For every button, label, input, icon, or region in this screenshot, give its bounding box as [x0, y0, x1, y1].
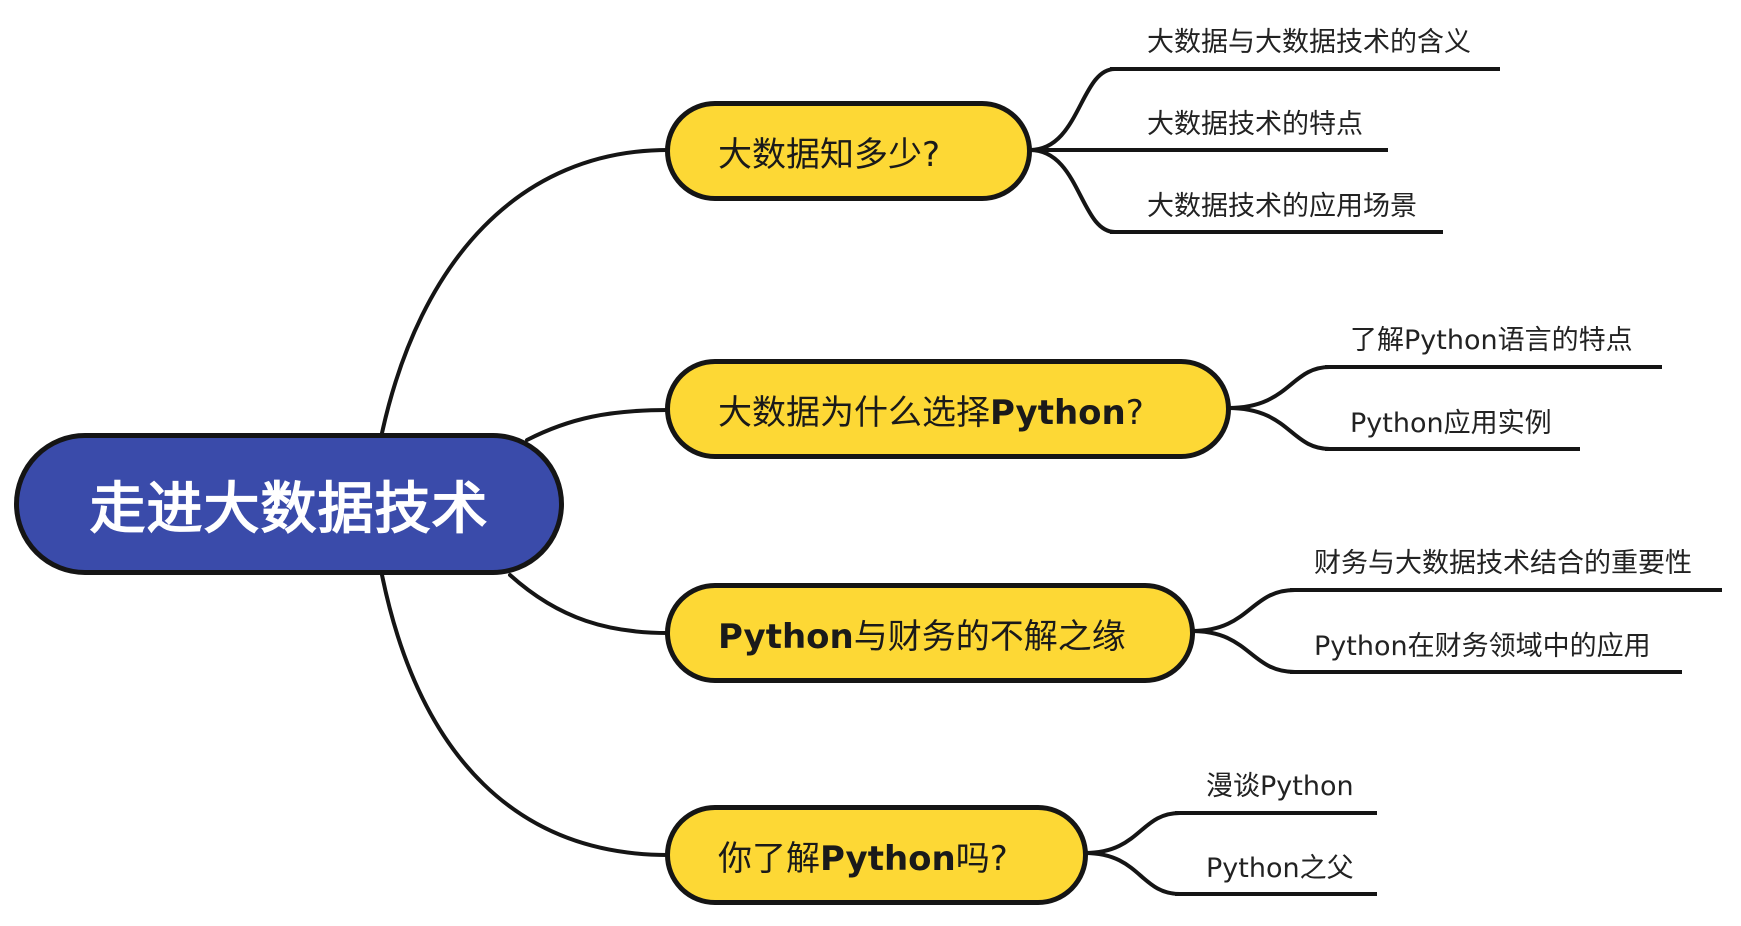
connector-topic-4-sub-1 — [1083, 811, 1182, 855]
connector-root-topic-3 — [508, 573, 670, 635]
connector-topic-1-sub-1 — [1028, 67, 1117, 152]
topic-label-4: 你了解Python吗? — [718, 838, 1008, 879]
subtopic-4-2[interactable]: Python之父 — [1206, 853, 1354, 884]
connector-topic-3-sub-2 — [1190, 629, 1297, 674]
topic-node-2[interactable]: 大数据为什么选择Python? — [665, 359, 1231, 459]
connector-root-topic-4 — [380, 573, 670, 857]
connector-root-topic-2 — [525, 408, 670, 442]
python-keyword: Python — [718, 616, 854, 657]
subtopic-2-2[interactable]: Python应用实例 — [1350, 408, 1552, 439]
subtopic-1-3[interactable]: 大数据技术的应用场景 — [1147, 191, 1417, 222]
topic-node-3[interactable]: Python与财务的不解之缘 — [665, 583, 1195, 683]
connector-topic-1-sub-3 — [1028, 148, 1117, 234]
topic-label-3: Python与财务的不解之缘 — [718, 616, 1126, 657]
connector-topic-2-sub-2 — [1226, 406, 1332, 451]
python-keyword: Python — [990, 392, 1126, 433]
python-keyword: Python — [820, 838, 956, 879]
connector-topic-3-sub-1 — [1190, 588, 1297, 633]
subtopic-1-1[interactable]: 大数据与大数据技术的含义 — [1147, 27, 1471, 58]
subtopic-2-1[interactable]: 了解Python语言的特点 — [1350, 325, 1633, 356]
subtopic-3-2[interactable]: Python在财务领域中的应用 — [1314, 631, 1651, 662]
topic-node-4[interactable]: 你了解Python吗? — [665, 805, 1088, 905]
subtopic-3-1[interactable]: 财务与大数据技术结合的重要性 — [1314, 548, 1692, 579]
connector-topic-2-sub-1 — [1226, 365, 1332, 410]
topic-node-1[interactable]: 大数据知多少? — [665, 101, 1032, 201]
connector-root-topic-1 — [380, 148, 670, 435]
topic-label-2: 大数据为什么选择Python? — [718, 392, 1144, 433]
subtopic-4-1[interactable]: 漫谈Python — [1206, 771, 1354, 802]
root-node[interactable]: 走进大数据技术 — [14, 433, 564, 575]
root-label: 走进大数据技术 — [89, 476, 489, 542]
subtopic-1-2[interactable]: 大数据技术的特点 — [1147, 109, 1363, 140]
topic-label-1: 大数据知多少? — [718, 134, 941, 175]
connector-topic-4-sub-2 — [1083, 851, 1182, 896]
